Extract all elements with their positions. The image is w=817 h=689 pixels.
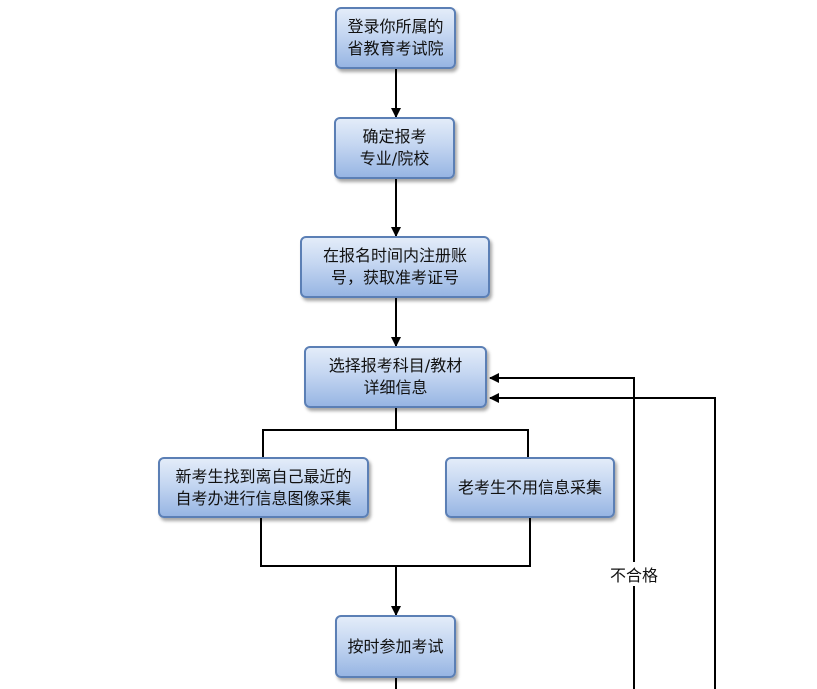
node-select-subjects-line-1: 选择报考科目/教材: [328, 356, 463, 375]
node-confirm-major-line-1: 确定报考: [362, 127, 427, 146]
node-take-exam-line-1: 按时参加考试: [347, 636, 444, 656]
fail-label: 不合格: [608, 562, 661, 586]
node-take-exam: 按时参加考试: [335, 615, 456, 678]
node-new-candidate-line-2: 自考办进行信息图像采集: [175, 488, 352, 508]
node-register-line-1: 在报名时间内注册账: [322, 246, 467, 265]
node-confirm-major-line-2: 专业/院校: [359, 149, 430, 168]
merge-line: [260, 518, 531, 567]
node-new-candidate-line-1: 新考生找到离自己最近的: [175, 466, 352, 486]
node-register-line-2: 号，获取准考证号: [330, 268, 459, 287]
outer-loop-arrow: [489, 393, 716, 689]
node-confirm-major: 确定报考 专业/院校: [334, 117, 455, 179]
node-login-line-1: 登录你所属的: [347, 17, 444, 36]
fail-loop-arrow: [489, 373, 635, 689]
node-select-subjects: 选择报考科目/教材 详细信息: [304, 346, 487, 408]
split-line: [262, 408, 529, 457]
node-select-subjects-line-2: 详细信息: [363, 378, 428, 397]
node-new-candidate: 新考生找到离自己最近的 自考办进行信息图像采集: [158, 457, 369, 518]
node-register: 在报名时间内注册账 号，获取准考证号: [300, 236, 490, 298]
node-old-candidate-line-1: 老考生不用信息采集: [457, 477, 602, 497]
node-old-candidate: 老考生不用信息采集: [445, 457, 615, 518]
node-login: 登录你所属的 省教育考试院: [335, 7, 456, 69]
node-login-line-2: 省教育考试院: [347, 39, 444, 58]
